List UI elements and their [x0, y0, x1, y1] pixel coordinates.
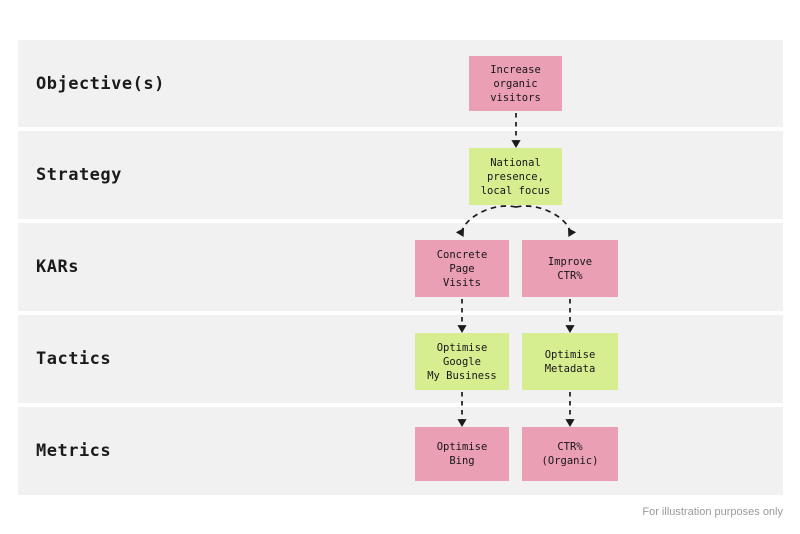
row-label-strategy: Strategy: [36, 165, 122, 185]
node-increase-organic-visitors[interactable]: Increase organic visitors: [469, 56, 562, 111]
node-optimise-metadata[interactable]: Optimise Metadata: [522, 333, 618, 390]
row-label-objectives: Objective(s): [36, 73, 165, 94]
node-improve-ctr[interactable]: Improve CTR%: [522, 240, 618, 297]
row-label-metrics: Metrics: [36, 441, 112, 461]
row-band-strategy: Strategy: [18, 131, 783, 219]
row-label-kars: KARs: [36, 257, 79, 277]
row-band-objectives: Objective(s): [18, 40, 783, 127]
node-ctr-organic[interactable]: CTR% (Organic): [522, 427, 618, 481]
node-optimise-google-my-business[interactable]: Optimise Google My Business: [415, 333, 509, 390]
row-band-tactics: Tactics: [18, 315, 783, 403]
row-band-kars: KARs: [18, 223, 783, 311]
node-national-presence-local-focus[interactable]: National presence, local focus: [469, 148, 562, 205]
illustration-disclaimer: For illustration purposes only: [642, 506, 783, 518]
row-label-tactics: Tactics: [36, 349, 112, 369]
row-band-metrics: Metrics: [18, 407, 783, 495]
node-concrete-page-visits[interactable]: Concrete Page Visits: [415, 240, 509, 297]
node-optimise-bing[interactable]: Optimise Bing: [415, 427, 509, 481]
